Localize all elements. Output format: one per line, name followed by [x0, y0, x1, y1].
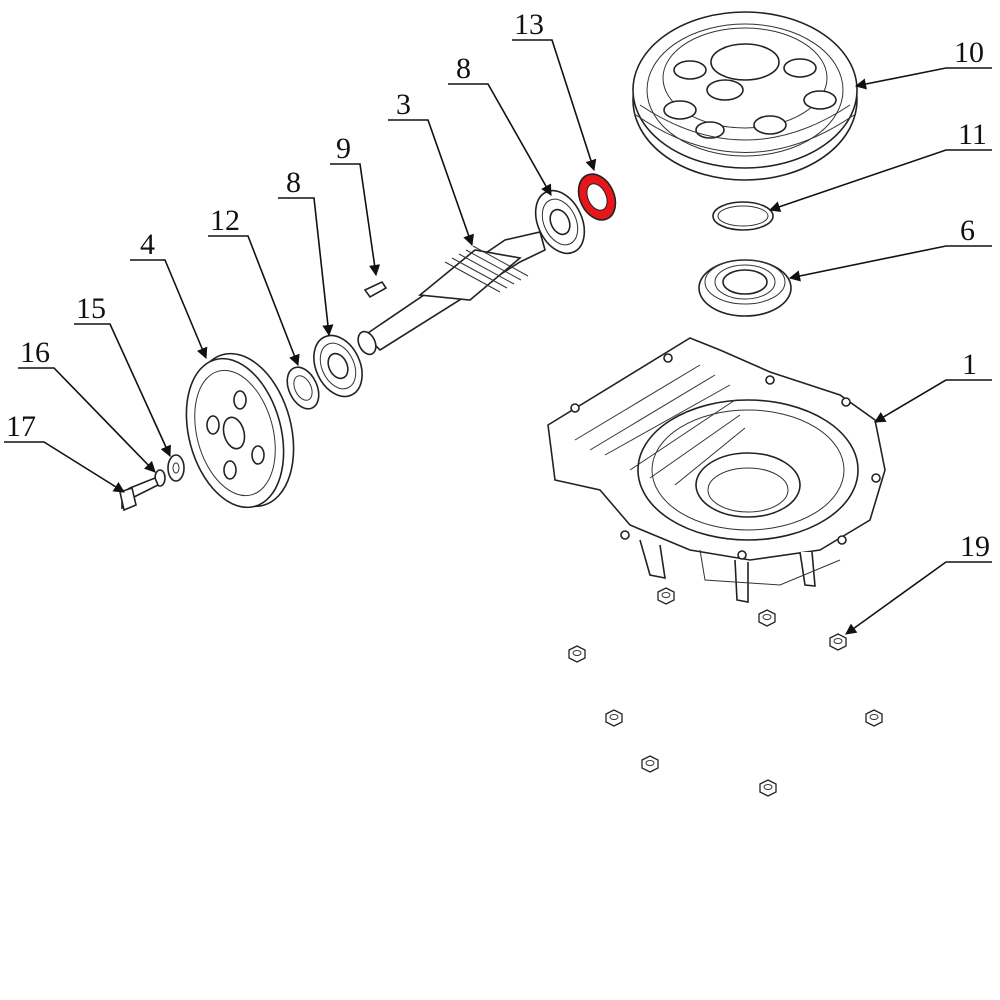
- callout-11: 11: [958, 118, 987, 151]
- part-8-bearing-lower: [313, 334, 363, 398]
- nut: [865, 709, 883, 727]
- part-6-bearing: [698, 259, 792, 317]
- callout-16: 16: [20, 336, 50, 369]
- callout-3: 3: [396, 88, 411, 121]
- part-1-housing: [547, 337, 886, 603]
- callout-8-upper: 8: [456, 52, 471, 85]
- part-8-bearing-upper: [534, 189, 586, 255]
- part-12-spacer: [286, 366, 320, 410]
- nut: [758, 609, 776, 627]
- nut: [657, 587, 675, 605]
- callout-19: 19: [960, 530, 990, 563]
- leader-lines: [4, 39, 992, 635]
- part-17-bolt: [119, 476, 160, 512]
- part-19-nuts: [568, 587, 883, 797]
- callout-1: 1: [962, 348, 977, 381]
- nut: [605, 709, 623, 727]
- callout-6: 6: [960, 214, 975, 247]
- part-11-circlip: [712, 201, 774, 231]
- part-13-oil-seal: [577, 173, 617, 221]
- part-15-washer: [167, 454, 185, 482]
- callout-9: 9: [336, 132, 351, 165]
- callout-15: 15: [76, 292, 106, 325]
- part-4-pulley: [185, 352, 295, 509]
- callout-labels: 13 8 3 9 8 12 4 15 16 17 10 11 6 1 19: [6, 8, 990, 563]
- nut: [568, 645, 586, 663]
- nut: [759, 779, 777, 797]
- callout-10: 10: [954, 36, 984, 69]
- part-9-key: [363, 280, 388, 299]
- callout-13: 13: [514, 8, 544, 41]
- part-3-worm-shaft: [357, 231, 546, 356]
- nut: [641, 755, 659, 773]
- callout-17: 17: [6, 410, 36, 443]
- nut: [829, 633, 847, 651]
- callout-4: 4: [140, 228, 155, 261]
- callout-12: 12: [210, 204, 240, 237]
- part-10-worm-gear: [632, 11, 858, 181]
- callout-8-lower: 8: [286, 166, 301, 199]
